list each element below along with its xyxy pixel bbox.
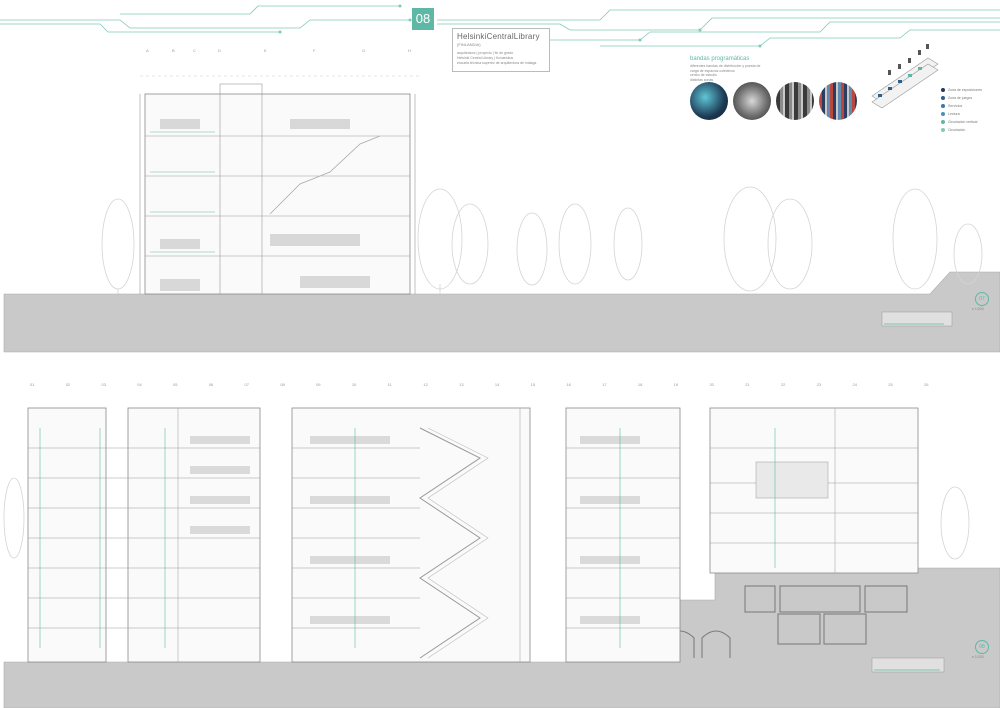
axis-label: 15: [530, 382, 536, 387]
section-scale-upper: e 1/200: [972, 307, 984, 311]
program-photo-1: [690, 82, 728, 120]
axis-label: 13: [459, 382, 464, 387]
legend-swatch: [941, 128, 945, 132]
legend-label: Servicios: [948, 104, 963, 108]
program-photo-3: [776, 82, 814, 120]
axis-label: 18: [637, 382, 643, 387]
axis-label: E: [264, 48, 267, 53]
legend-label: Lectura: [948, 112, 960, 116]
legend-label: Circulación vertical: [948, 120, 978, 124]
upper-section-drawing: [3, 75, 1000, 353]
axis-label: B: [172, 48, 175, 53]
axis-label: 25: [888, 382, 893, 387]
axis-label: 20: [709, 382, 714, 387]
axis-label: 08: [280, 382, 285, 387]
legend-swatch: [941, 104, 945, 108]
title-block: HelsinkiCentralLibrary (FINLANDIA) arqui…: [452, 28, 550, 72]
info-line: Helsinki Central Library | Kuvaeskus: [457, 56, 514, 60]
axis-label: 24: [852, 382, 857, 387]
axis-label: 11: [387, 382, 392, 387]
description-line: diferentes bandas de distribución y pues…: [690, 64, 761, 68]
axis-label: A: [146, 48, 149, 53]
description-line: distintas zonas: [690, 77, 714, 82]
axis-label: 22: [780, 382, 786, 387]
section-scale-lower: e 1/200: [972, 655, 984, 659]
description-line: centro de estudio: [690, 73, 717, 77]
legend-item: Circulación vertical: [941, 118, 982, 126]
title-info: arquitectura | proyecto | fin de grado H…: [457, 51, 536, 66]
axis-label: 03: [101, 382, 106, 387]
lower-section-drawing: [3, 407, 1000, 708]
axis-label: 02: [65, 382, 71, 387]
axis-label: 19: [673, 382, 679, 387]
legend-item: Zona de juegos: [941, 94, 982, 102]
axis-label: 06: [208, 382, 214, 387]
legend-swatch: [941, 96, 945, 100]
legend-swatch: [941, 88, 945, 92]
section-label-upper: 07: [975, 292, 989, 306]
program-description: diferentes bandas de distribución y pues…: [690, 64, 760, 82]
legend-item: Lectura: [941, 110, 982, 118]
axis-label: 05: [173, 382, 178, 387]
section-label-lower: 08: [975, 640, 989, 654]
program-title: bandas programáticas: [690, 56, 750, 62]
axis-label: 26: [924, 382, 929, 387]
description-line: carga de espacios colectivos: [690, 68, 735, 73]
legend-item: Zona de exposiciones: [941, 86, 982, 94]
axis-label: 04: [137, 382, 142, 387]
legend-item: Circulación: [941, 126, 982, 134]
header-circuit-lines: [0, 4, 1000, 48]
axonometric-diagram: [871, 44, 939, 109]
legend-label: Circulación: [948, 128, 966, 132]
axis-label: 14: [494, 382, 500, 387]
axis-label: 23: [816, 382, 822, 387]
legend-swatch: [941, 120, 945, 124]
axis-label: F: [313, 48, 316, 53]
sheet-number: 08: [412, 8, 434, 30]
axis-label: 16: [566, 382, 571, 387]
axis-label: G: [362, 48, 366, 53]
axis-label: 21: [745, 382, 750, 387]
project-title: HelsinkiCentralLibrary: [457, 32, 540, 41]
program-legend: Zona de exposiciones Zona de juegos Serv…: [941, 86, 982, 134]
axis-label: D: [218, 48, 221, 53]
program-photo-2: [733, 82, 771, 120]
info-line: arquitectura | proyecto | fin de grado: [457, 51, 514, 55]
axis-label: 07: [244, 382, 249, 387]
axis-label: 09: [316, 382, 321, 387]
program-photo-4: [819, 82, 857, 120]
info-line: escuela técnica superior de arquitectura…: [457, 61, 537, 65]
legend-label: Zona de exposiciones: [948, 88, 983, 92]
project-subtitle: (FINLANDIA): [457, 42, 481, 47]
axis-label: 17: [602, 382, 607, 387]
axis-label: H: [408, 48, 411, 53]
legend-label: Zona de juegos: [948, 96, 973, 100]
axis-label: 10: [351, 382, 357, 387]
axis-label: C: [193, 48, 196, 53]
legend-item: Servicios: [941, 102, 982, 110]
legend-swatch: [941, 112, 945, 116]
axis-label: 12: [423, 382, 428, 387]
axis-label: 01: [30, 382, 35, 387]
